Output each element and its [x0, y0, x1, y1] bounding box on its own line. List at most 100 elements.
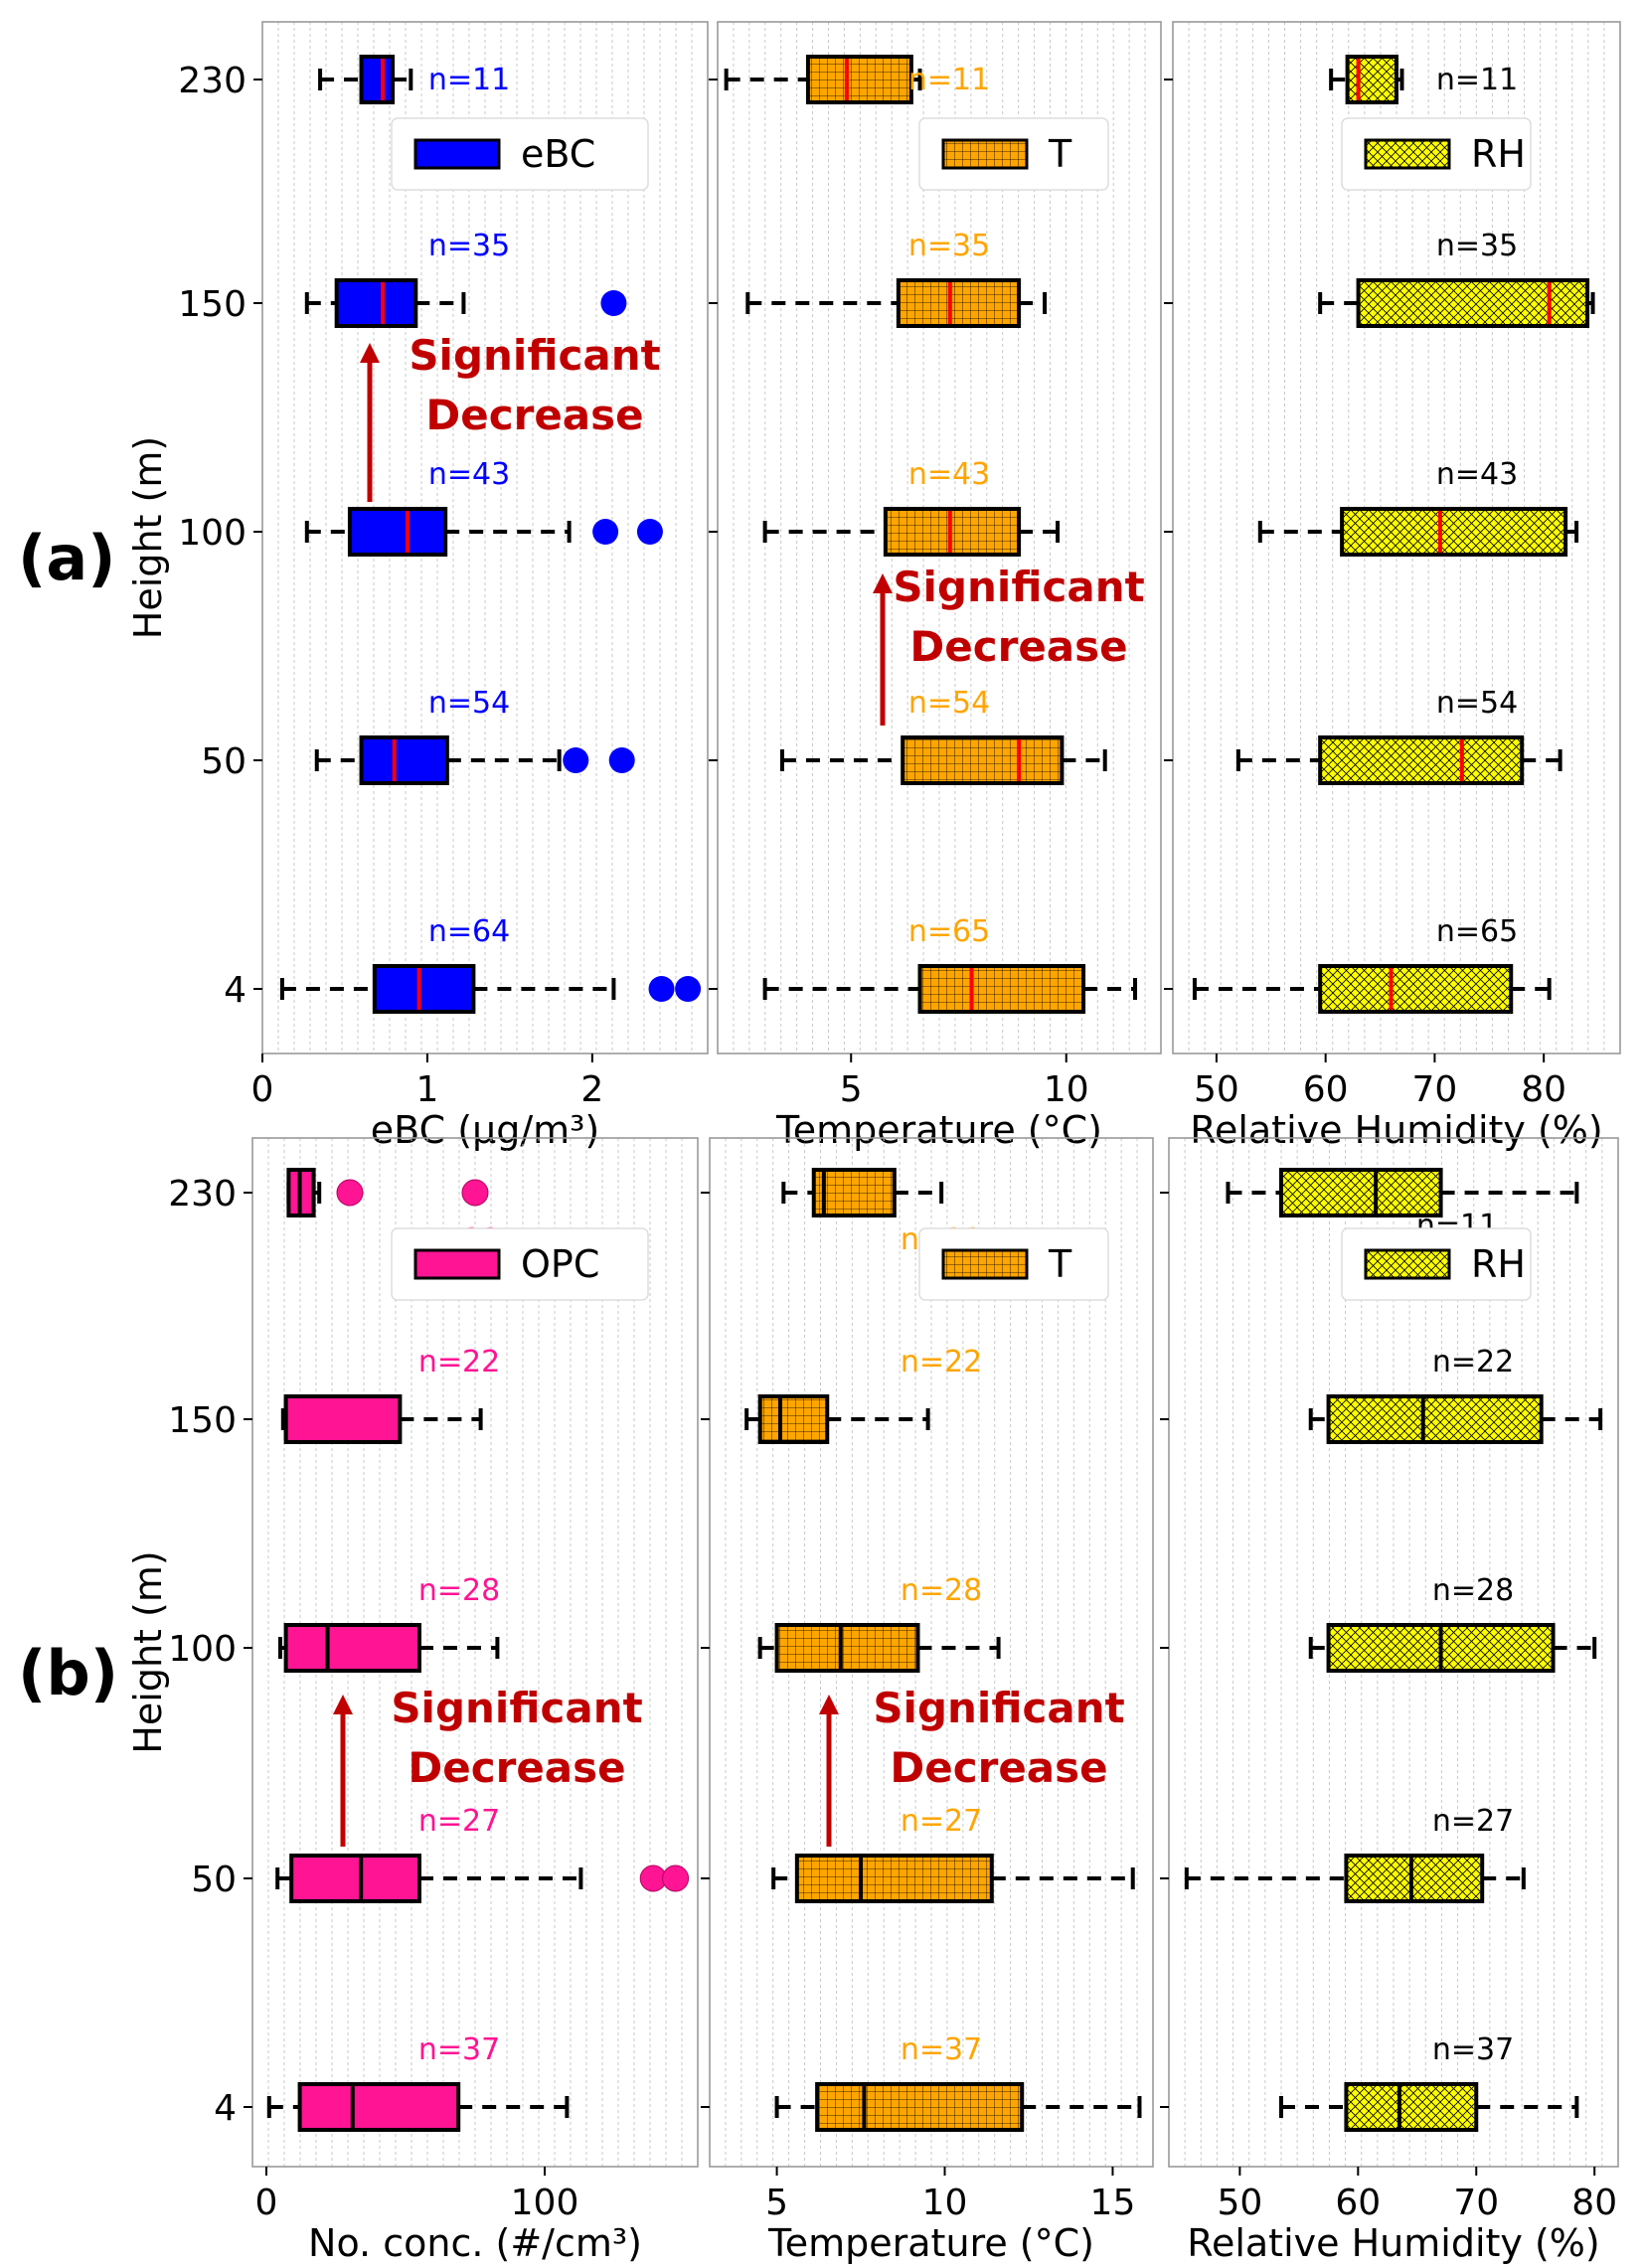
- box-outline: [289, 1854, 422, 1903]
- legend-swatch-outline: [1364, 138, 1451, 170]
- count-label: n=43: [908, 457, 990, 492]
- x-tick-label: 50: [1194, 1069, 1239, 1110]
- significance-text: Significant: [409, 331, 660, 380]
- box-outline: [1344, 1854, 1485, 1903]
- outlier-point: [648, 976, 675, 1002]
- box-outline: [896, 278, 1022, 328]
- x-axis-label: Temperature (°C): [775, 1108, 1102, 1152]
- outlier-point: [608, 747, 635, 773]
- legend-label: T: [1048, 132, 1072, 176]
- box-outline: [1356, 278, 1590, 328]
- legend: T: [918, 117, 1109, 191]
- box-hatch: [1342, 509, 1566, 555]
- count-label: n=27: [418, 1804, 500, 1839]
- box-outline: [286, 1168, 316, 1217]
- outlier-point: [563, 747, 589, 773]
- box-hatch: [1346, 2084, 1477, 2130]
- legend-swatch-outline: [941, 138, 1029, 170]
- x-tick-label: 5: [765, 2183, 788, 2223]
- x-tick-label: 70: [1453, 2183, 1499, 2223]
- significance-text: Decrease: [408, 1743, 625, 1792]
- box-outline: [359, 55, 396, 104]
- count-label: n=22: [418, 1345, 500, 1379]
- legend: T: [918, 1227, 1109, 1301]
- x-tick-label: 0: [255, 2183, 278, 2223]
- box-outline: [794, 1854, 994, 1903]
- count-label: n=11: [428, 63, 510, 97]
- box-100: n=43: [762, 457, 1061, 557]
- y-axis-label: Height (m): [126, 1550, 170, 1753]
- legend-swatch-outline: [1364, 1248, 1451, 1280]
- count-label: n=27: [901, 1804, 982, 1839]
- legend-swatch-outline: [941, 1248, 1029, 1280]
- x-tick-label: 2: [580, 1069, 603, 1110]
- box-hatch: [885, 509, 1020, 555]
- box-hatch: [1358, 280, 1588, 326]
- box-hatch: [1320, 737, 1523, 783]
- box-150: n=35: [745, 229, 1048, 328]
- significance-text: Decrease: [890, 1743, 1107, 1792]
- box-150: n=35: [304, 229, 627, 328]
- box-fill: [285, 1396, 401, 1442]
- count-label: n=22: [901, 1345, 982, 1379]
- significance-text: Decrease: [909, 622, 1127, 671]
- count-label: n=43: [428, 457, 510, 492]
- significance-text: Significant: [893, 563, 1144, 611]
- y-tick-label: 4: [224, 970, 246, 1011]
- box-230: n=11: [724, 55, 990, 104]
- box-outline: [297, 2082, 461, 2132]
- count-label: n=35: [428, 229, 510, 263]
- box-hatch: [1328, 1396, 1542, 1442]
- box-hatch: [1346, 1856, 1483, 1901]
- legend: RH: [1341, 1227, 1532, 1301]
- legend-frame: [391, 117, 649, 191]
- count-label: n=22: [1432, 1345, 1514, 1379]
- x-tick-label: 0: [251, 1069, 274, 1110]
- legend-swatch-outline: [413, 138, 501, 170]
- box-hatch: [817, 2084, 1023, 2130]
- box-100: n=43: [304, 457, 663, 557]
- box-hatch: [813, 1170, 895, 1215]
- box-hatch: [807, 57, 911, 102]
- y-tick-label: 50: [191, 1860, 237, 1900]
- axes-frame: [717, 21, 1162, 1054]
- x-axis-label: No. conc. (#/cm³): [308, 2221, 642, 2265]
- box-4: n=37: [1279, 2032, 1579, 2132]
- legend-swatch-hatch: [943, 1250, 1027, 1278]
- significance-text: Significant: [391, 1684, 642, 1732]
- outlier-point: [600, 290, 627, 316]
- box-50: n=54: [314, 686, 635, 785]
- box-230: n=11: [1329, 55, 1518, 104]
- y-tick-label: 150: [178, 284, 246, 325]
- outlier-point: [592, 519, 619, 545]
- legend-label: RH: [1471, 132, 1526, 176]
- count-label: n=65: [908, 914, 990, 949]
- panel-label-a: (a): [18, 522, 116, 594]
- y-axis-label: Height (m): [126, 436, 170, 639]
- box-outline: [1340, 507, 1568, 557]
- legend-swatch-fill: [415, 140, 499, 168]
- y-tick-label: 100: [178, 513, 246, 554]
- box-hatch: [796, 1856, 992, 1901]
- count-label: n=11: [908, 63, 990, 97]
- box-150: n=22: [1308, 1345, 1603, 1444]
- box-100: n=28: [757, 1573, 1001, 1673]
- box-50: n=54: [779, 686, 1107, 785]
- box-outline: [1344, 2082, 1479, 2132]
- box-4: n=64: [279, 914, 702, 1014]
- legend-swatch-outline: [413, 1248, 501, 1280]
- count-label: n=64: [428, 914, 510, 949]
- axes-frame: [251, 1137, 699, 2168]
- x-axis-label: eBC (µg/m³): [371, 1108, 599, 1152]
- box-fill: [361, 57, 394, 102]
- box-outline: [372, 964, 476, 1014]
- legend: OPC: [391, 1227, 649, 1301]
- x-tick-label: 100: [511, 2183, 579, 2223]
- x-tick-label: 70: [1412, 1069, 1458, 1110]
- legend: eBC: [391, 117, 649, 191]
